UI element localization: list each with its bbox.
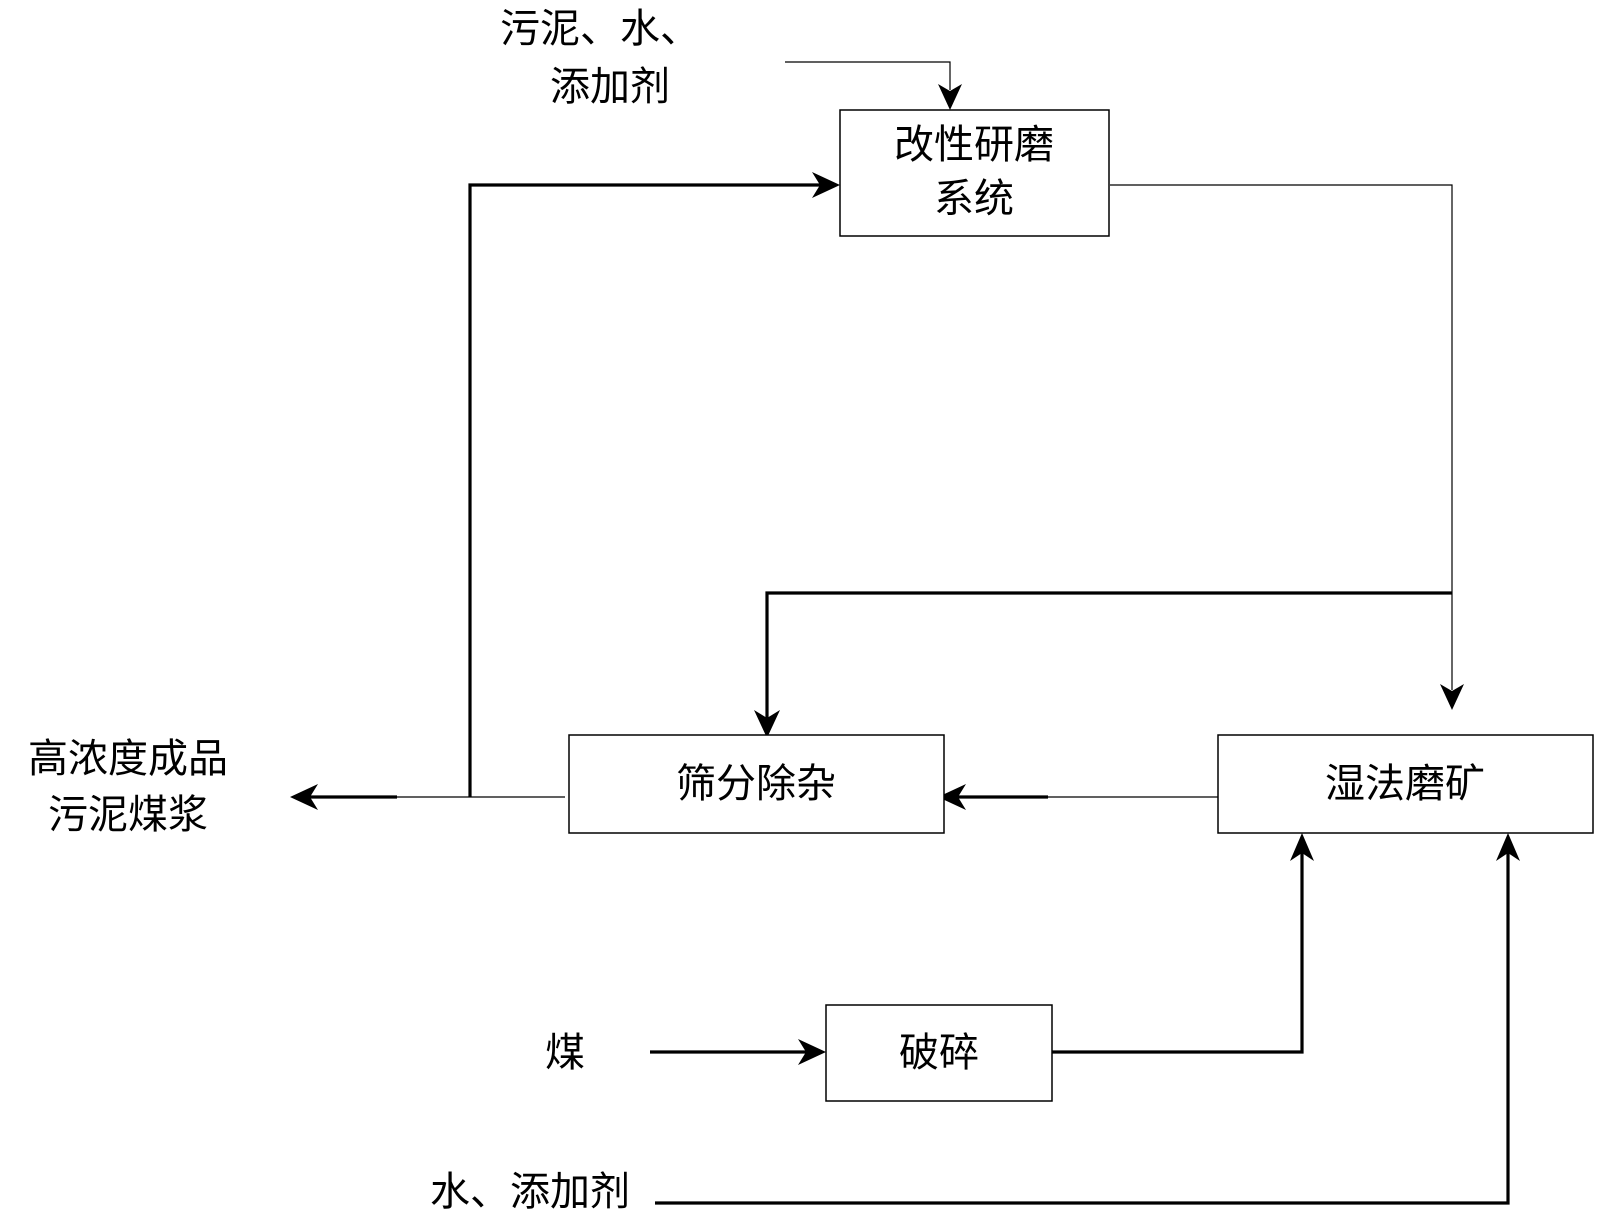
node-modified-grinding-system: 改性研磨 系统 bbox=[839, 109, 1110, 237]
node-screening: 筛分除杂 bbox=[568, 734, 945, 834]
edge-crushing-to-wet-grinding bbox=[1052, 850, 1304, 1054]
node-crushing: 破碎 bbox=[825, 1004, 1053, 1102]
node-screening-label: 筛分除杂 bbox=[676, 761, 836, 807]
node-crushing-label: 破碎 bbox=[899, 1030, 979, 1076]
input-water-additive: 水、添加剂 bbox=[430, 1169, 630, 1215]
input-sludge-water-additive-line2: 添加剂 bbox=[550, 64, 670, 110]
node-modified-grinding-label-line2: 系统 bbox=[934, 176, 1014, 222]
arrowhead-to-final-product bbox=[290, 784, 318, 810]
arrowhead-into-screening-right bbox=[938, 784, 966, 810]
edge-recycle-to-modified-grinding bbox=[468, 183, 820, 797]
input-coal: 煤 bbox=[545, 1030, 585, 1076]
node-wet-grinding: 湿法磨矿 bbox=[1217, 734, 1594, 834]
arrowhead-into-wet-grinding-bottom-left bbox=[1290, 833, 1314, 861]
arrowhead-into-modified-grinding-top bbox=[938, 84, 962, 110]
arrowhead-into-wet-grinding-bottom-right bbox=[1496, 833, 1520, 861]
edge-modified-grinding-to-wet-grinding bbox=[1110, 184, 1453, 690]
input-sludge-water-additive-line1: 污泥、水、 bbox=[500, 6, 700, 52]
arrowhead-into-modified-grinding-left bbox=[812, 172, 840, 198]
edge-branch-to-screening bbox=[765, 591, 1452, 718]
arrowhead-into-crushing bbox=[798, 1039, 826, 1065]
arrowhead-into-screening-top bbox=[754, 710, 780, 738]
edge-sludge-input-to-modified-grinding bbox=[785, 61, 951, 90]
node-wet-grinding-label: 湿法磨矿 bbox=[1325, 761, 1485, 807]
node-modified-grinding-label-line1: 改性研磨 bbox=[894, 122, 1054, 168]
output-final-product-line2: 污泥煤浆 bbox=[48, 792, 208, 838]
output-final-product-line1: 高浓度成品 bbox=[28, 736, 228, 782]
arrowhead-into-wet-grinding-top bbox=[1440, 684, 1464, 710]
edge-water-additive-to-wet-grinding bbox=[655, 850, 1510, 1205]
